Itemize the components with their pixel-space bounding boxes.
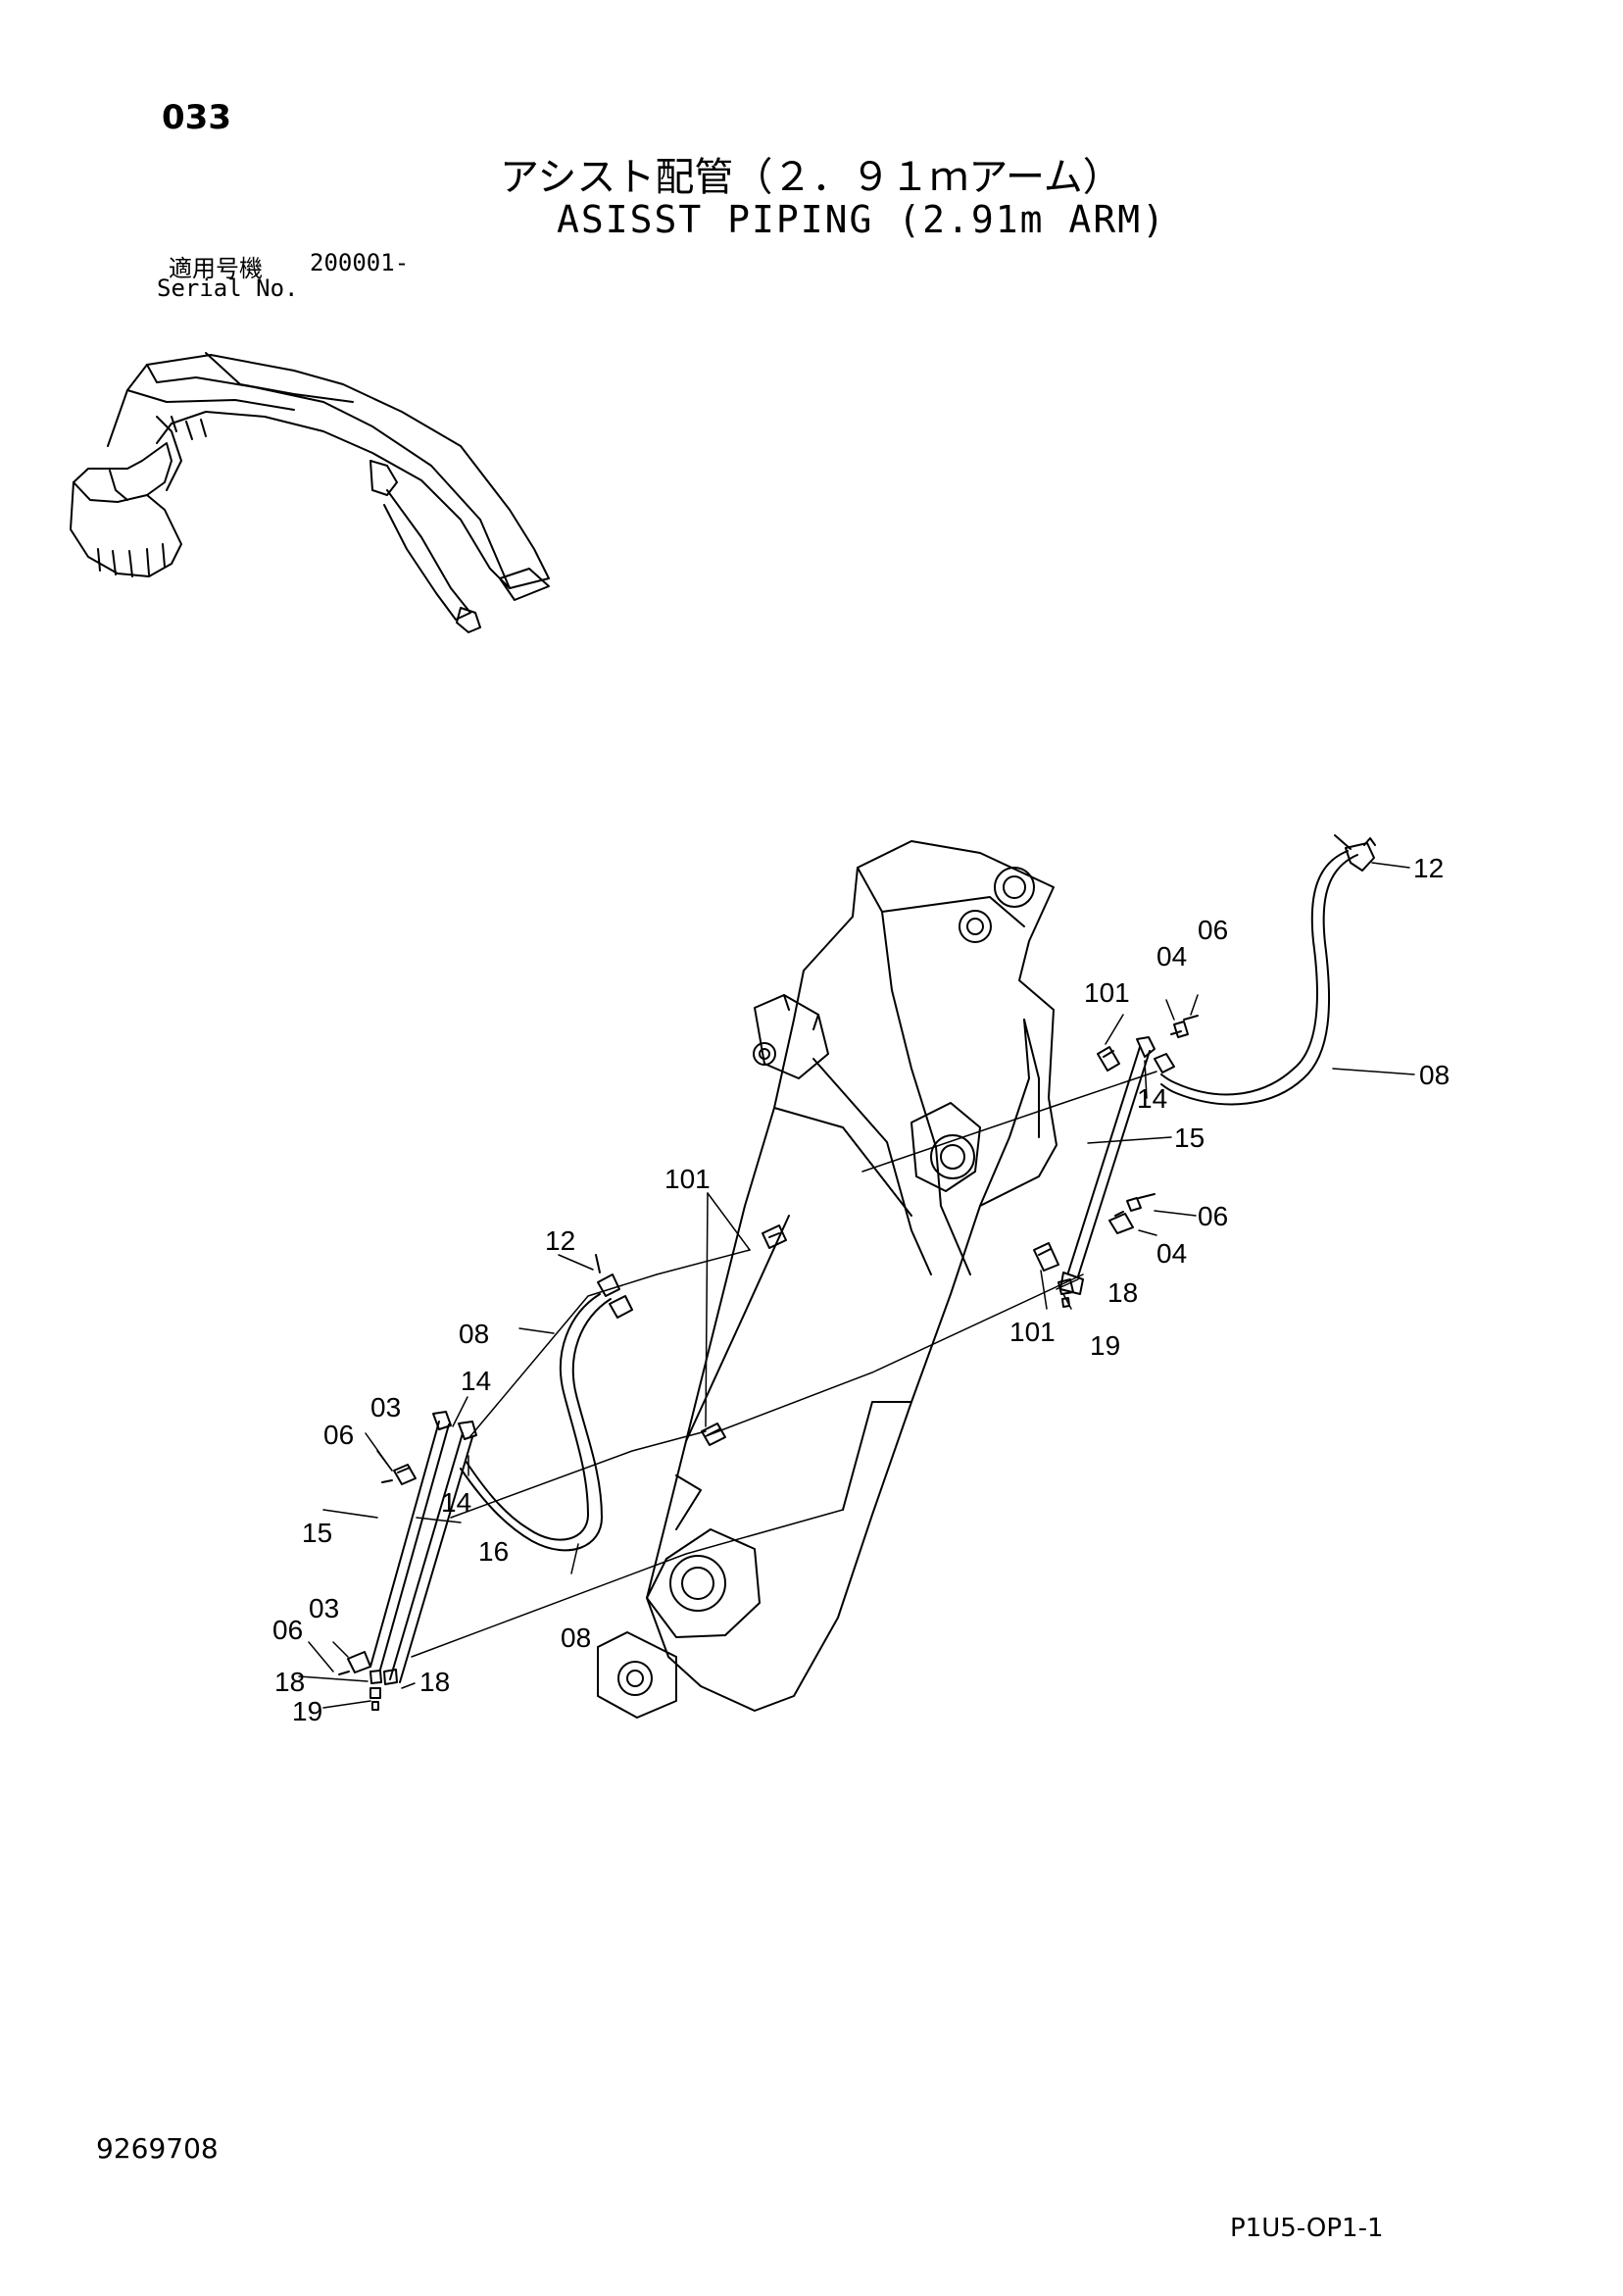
callout-03: 03 [309, 1593, 339, 1623]
callout-101: 101 [664, 1164, 711, 1194]
callout-14: 14 [1137, 1083, 1167, 1114]
page-number: 033 [162, 98, 231, 137]
callout-14: 14 [441, 1487, 471, 1518]
callout-06: 06 [323, 1420, 354, 1450]
callout-04: 04 [1156, 1238, 1187, 1269]
sheet-code: P1U5-OP1-1 [1230, 2214, 1384, 2243]
callout-18: 18 [1107, 1277, 1138, 1308]
fittings-right [1033, 1015, 1199, 1308]
hose-08-left [460, 1254, 633, 1552]
title-japanese: アシスト配管（２．９１ｍアーム） [500, 155, 1122, 200]
callout-08: 08 [561, 1622, 591, 1653]
callout-06: 06 [1198, 1201, 1228, 1231]
arm-body [597, 840, 1057, 1719]
document-number: 9269708 [96, 2132, 219, 2165]
callout-08: 08 [459, 1319, 489, 1349]
callout-labels: 12 06 04 101 08 14 15 101 06 04 18 101 1… [272, 853, 1450, 1726]
callout-06: 06 [272, 1615, 303, 1645]
callout-15: 15 [1174, 1123, 1205, 1153]
callout-12: 12 [545, 1225, 575, 1256]
serial-label-japanese: 適用号機 [169, 255, 263, 282]
callout-16: 16 [478, 1536, 509, 1567]
callout-06: 06 [1198, 915, 1228, 945]
callout-19: 19 [1090, 1330, 1120, 1361]
callout-101: 101 [1009, 1317, 1056, 1347]
pipe-15-right [1059, 1036, 1156, 1295]
excavator-key-map [70, 352, 550, 633]
callout-04: 04 [1156, 941, 1187, 972]
hose-08-right [1160, 834, 1376, 1106]
callout-101: 101 [1084, 977, 1130, 1008]
pipes-15-16-left [369, 1411, 477, 1683]
callout-12: 12 [1413, 853, 1444, 883]
clamps-101 [701, 1224, 787, 1446]
callout-19: 19 [292, 1696, 322, 1726]
title-english: ASISST PIPING (2.91m ARM) [557, 198, 1166, 241]
callout-15: 15 [302, 1518, 332, 1548]
leader-lines [298, 862, 1415, 1709]
callout-08: 08 [1419, 1060, 1450, 1090]
callout-14: 14 [461, 1366, 491, 1396]
callout-18: 18 [274, 1667, 305, 1697]
callout-03: 03 [370, 1392, 401, 1423]
serial-label-english: Serial No. [157, 275, 299, 302]
callout-18: 18 [419, 1667, 450, 1697]
serial-number: 200001- [310, 249, 410, 276]
fittings-left [338, 1464, 417, 1711]
